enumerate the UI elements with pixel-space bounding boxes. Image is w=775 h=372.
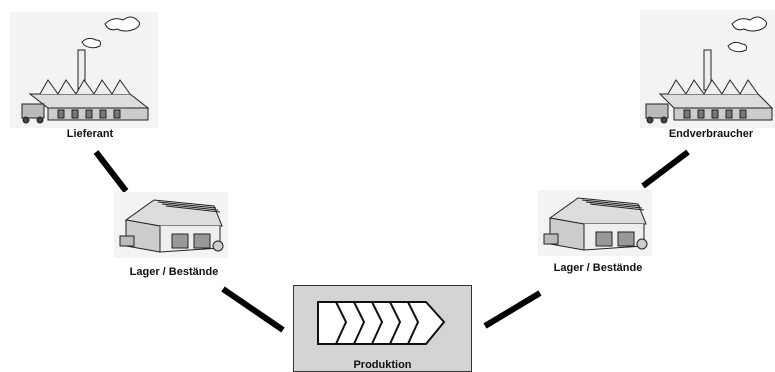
production-box: Produktion [293,285,472,372]
warehouse-left-label: Lager / Bestände [129,266,219,278]
warehouse-left-card [114,192,228,258]
factory-icon [21,16,150,124]
supplier-label: Lieferant [66,128,114,140]
production-label: Produktion [353,359,412,371]
connector-supplier-warehouse [93,150,129,193]
warehouse-icon [119,199,224,253]
warehouse-right-card [538,190,652,256]
supplier-card [10,12,158,128]
warehouse-right-label: Lager / Bestände [553,262,643,274]
end-consumer-label: Endverbraucher [668,128,754,140]
connector-production-warehouse [483,290,542,329]
connector-warehouse-production [221,286,285,333]
chevron-process-icon [317,301,446,345]
warehouse-icon [543,197,648,251]
end-consumer-card [640,10,775,128]
connector-warehouse-consumer [641,149,690,189]
factory-icon [645,16,774,124]
